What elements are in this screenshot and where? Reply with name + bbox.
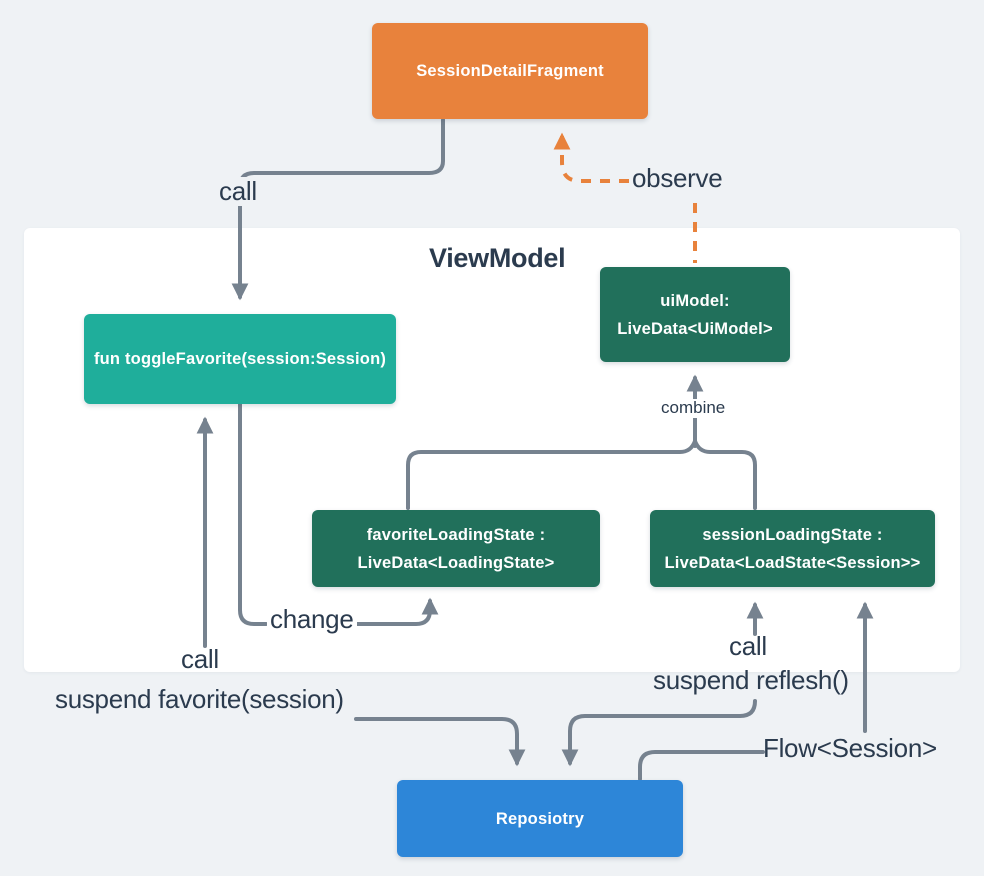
edge-change-right-segment [355, 597, 439, 626]
edge-flow-from-repository [638, 750, 765, 781]
edge-combine-brace-left [406, 439, 697, 510]
node-label-line2: LiveData<LoadState<Session>> [664, 553, 921, 572]
node-session-loading-state: sessionLoadingState : LiveData<LoadState… [650, 510, 935, 587]
bottom-white-strip [0, 876, 984, 882]
edge-suspend-reflesh-to-repository [561, 699, 757, 767]
edge-label-suspend-favorite: suspend favorite(session) [55, 684, 344, 714]
node-label: fun toggleFavorite(session:Session) [93, 350, 387, 368]
node-label-line1: sessionLoadingState : [702, 525, 883, 544]
node-label-line1: uiModel: [660, 291, 730, 310]
edge-change-left-segment [238, 402, 268, 626]
edge-label-change: change [267, 605, 357, 634]
edge-suspend-favorite-to-repository [354, 717, 526, 767]
panel-title-viewmodel: ViewModel [429, 243, 566, 273]
edge-label-observe: observe [632, 163, 723, 193]
edge-label-combine: combine [658, 398, 729, 418]
edge-label-flow-session: Flow<Session> [763, 733, 937, 763]
node-repository: Reposiotry [397, 780, 683, 857]
edge-label-call-left: call [181, 644, 219, 674]
edge-label-suspend-reflesh: suspend reflesh() [653, 665, 849, 695]
edge-observe-to-fragment [553, 132, 629, 183]
node-label-line2: LiveData<LoadingState> [357, 553, 555, 572]
node-label-line1: favoriteLoadingState : [366, 525, 546, 544]
node-label: SessionDetailFragment [416, 62, 604, 80]
edge-label-call-right: call [729, 631, 767, 661]
node-session-detail-fragment: SessionDetailFragment [372, 23, 648, 119]
edge-combine-brace-right [693, 439, 757, 510]
node-toggle-favorite-function: fun toggleFavorite(session:Session) [84, 314, 396, 404]
node-label: Reposiotry [495, 809, 585, 828]
node-label-line2: LiveData<UiModel> [617, 319, 773, 338]
edge-call-fragment-to-togglefavorite [231, 118, 445, 301]
edge-label-call-top: call [216, 177, 260, 206]
node-uimodel-livedata: uiModel: LiveData<UiModel> [600, 267, 790, 362]
node-favorite-loading-state: favoriteLoadingState : LiveData<LoadingS… [312, 510, 600, 587]
